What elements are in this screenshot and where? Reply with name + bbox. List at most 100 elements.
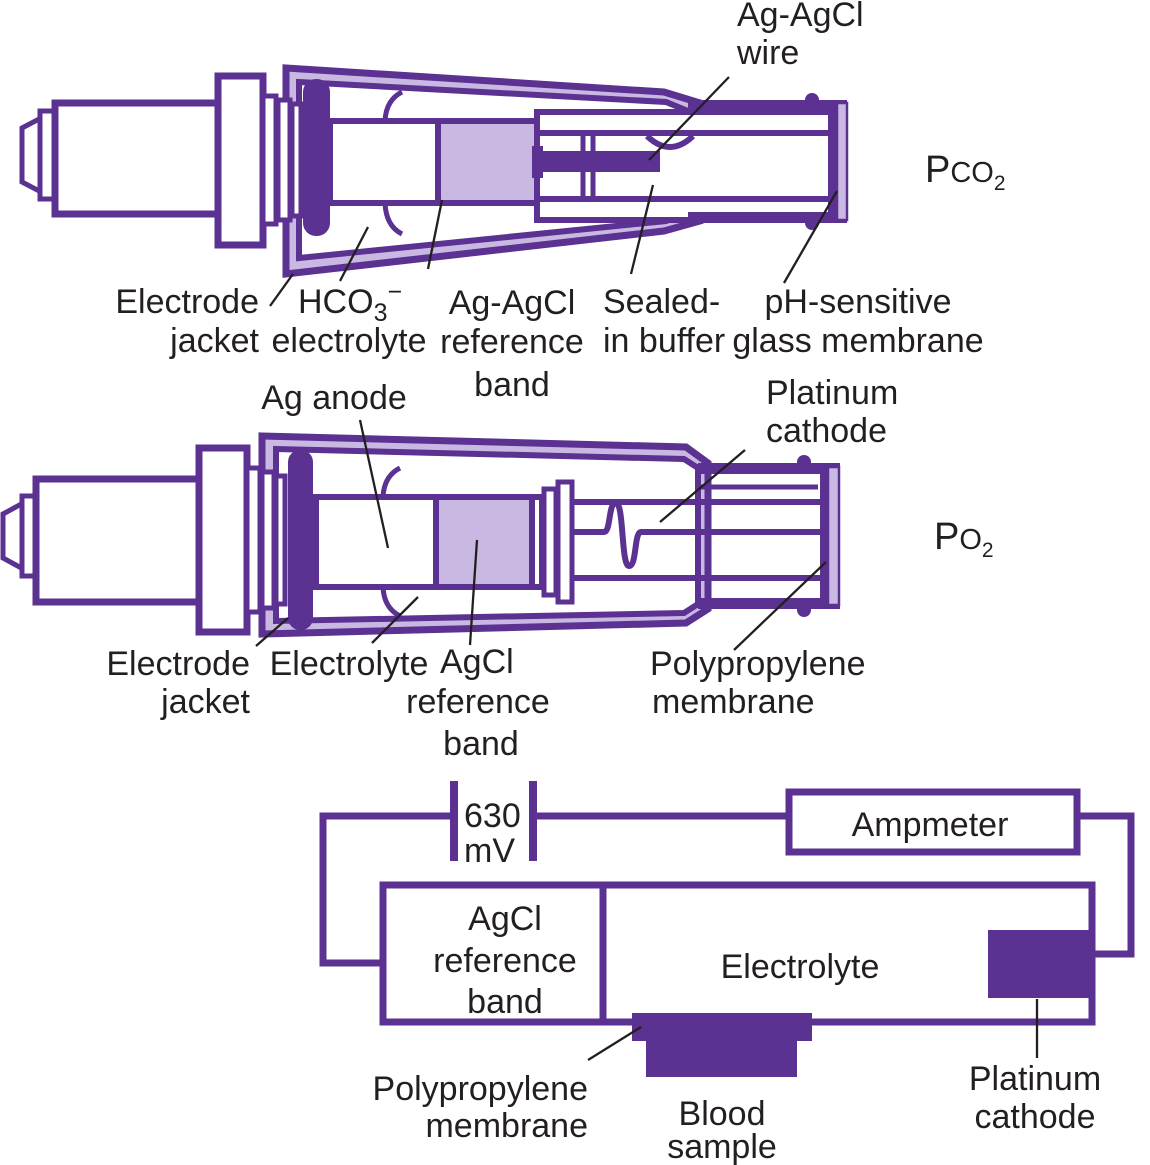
label-jacket-line2: jacket: [169, 322, 259, 360]
label-refband-line1: Ag-AgCl: [449, 284, 576, 322]
o-ring-top: [797, 455, 811, 469]
o-ring-bottom: [797, 603, 811, 617]
electrode-flange: [214, 72, 267, 249]
leader-polypropylene-membrane: [587, 1026, 642, 1061]
label-cathode-line1: Platinum: [766, 374, 898, 412]
label-cathode-line2: cathode: [766, 412, 887, 450]
label-membrane-line2: glass membrane: [732, 322, 983, 360]
label-refband-line2: reference: [440, 323, 584, 361]
label-refband-line3: band: [443, 725, 519, 763]
label-refband-line3: band: [474, 366, 550, 404]
glass-shoulder-arc-bottom: [382, 202, 404, 237]
collar-ring-2: [555, 479, 575, 605]
silver-wire-cap: [532, 146, 543, 178]
flange-ring-2: [275, 97, 293, 223]
po2-electrode-diagram: Ag anode Platinum cathode Electrode jack…: [0, 374, 994, 763]
ag-agcl-wire-shape: [540, 151, 660, 172]
label-jacket-line1: Electrode: [106, 645, 250, 683]
flange-ring-1: [244, 465, 263, 615]
label-electrolyte: Electrolyte: [721, 948, 880, 986]
label-battery-line1: 630: [464, 797, 521, 835]
label-refband-line1: AgCl: [440, 643, 514, 681]
buffer-meniscus-arc: [644, 133, 696, 150]
electrolyte-chamber-box: [379, 881, 1096, 1026]
label-membrane-line2: membrane: [652, 683, 815, 721]
label-electrolyte-line2: electrolyte: [272, 322, 427, 360]
label-ampmeter: Ampmeter: [852, 806, 1009, 844]
glass-shoulder-arc-bottom: [380, 586, 402, 619]
label-jacket-line2: jacket: [160, 683, 250, 721]
battery-plate-left: [450, 781, 458, 861]
wire-ampmeter-to-cathode: [1077, 812, 1135, 958]
label-buffer-line2: in buffer: [603, 322, 725, 360]
label-battery-line2: mV: [464, 832, 515, 870]
label-refband-line3: band: [467, 983, 543, 1021]
blood-sample-upper: [632, 1013, 812, 1041]
leader-ag-agcl-wire: [648, 76, 730, 161]
tip-casing-top-bar: [698, 463, 840, 474]
label-membrane-line1: Polypropylene: [373, 1070, 588, 1108]
seal-capsule: [303, 79, 330, 236]
po2-circuit-diagram: 630 mV Ampmeter AgCl reference band Elec…: [319, 781, 1135, 1165]
flange-ring-1: [260, 93, 279, 227]
label-membrane-line2: membrane: [425, 1107, 588, 1145]
leader-sealed-in-buffer: [629, 184, 655, 275]
electrode-body: [51, 99, 222, 218]
leader-electrode-jacket: [269, 273, 294, 307]
polypropylene-membrane-shape: [826, 465, 841, 607]
label-pco2: PCO2: [925, 149, 1006, 195]
label-membrane-line1: Polypropylene: [650, 645, 865, 683]
ampmeter-box: [785, 788, 1081, 856]
label-electrolyte: Electrolyte: [270, 645, 429, 683]
leader-ag-anode: [358, 419, 390, 549]
blood-sample-lower: [646, 1040, 797, 1077]
tip-casing-top-bar: [688, 100, 847, 111]
label-blood-line2: sample: [667, 1128, 777, 1165]
label-blood-line1: Blood: [679, 1095, 766, 1133]
flange-ring-3: [273, 473, 288, 607]
platinum-cathode-shape: [988, 930, 1092, 998]
leader-hco3-electrolyte: [338, 226, 370, 282]
electrode-body: [32, 475, 205, 606]
flange-ring-3: [289, 101, 304, 219]
tip-end-bar: [820, 463, 828, 609]
o-ring-top: [805, 93, 819, 107]
leader-platinum-cathode: [659, 449, 746, 523]
leader-glass-membrane: [783, 190, 838, 284]
leader-electrode-jacket: [255, 617, 289, 647]
leader-reference-band: [468, 539, 479, 646]
label-refband-line2: reference: [406, 683, 550, 721]
flange-ring-2: [259, 469, 277, 611]
tip-casing-bottom-bar: [698, 598, 840, 609]
label-cathode-line1: Platinum: [969, 1060, 1101, 1098]
label-wire-line1: Ag-AgCl: [737, 0, 864, 34]
wire-battery-to-refband: [319, 812, 452, 967]
label-buffer-line1: Sealed-: [603, 283, 720, 321]
seal-capsule: [288, 450, 313, 630]
label-refband-line1: AgCl: [468, 900, 542, 938]
electrode-flange: [195, 444, 251, 636]
label-membrane-line1: pH-sensitive: [764, 283, 951, 321]
label-ag-anode: Ag anode: [261, 379, 407, 417]
label-jacket-line1: Electrode: [115, 283, 259, 321]
pco2-electrode-diagram: Ag-AgCl wire Electrode jacket HCO3− elec…: [19, 0, 1006, 404]
leader-reference-band: [426, 199, 444, 270]
collar-ring-1: [541, 486, 559, 598]
glass-shoulder-arc-top: [380, 465, 402, 498]
leader-electrolyte: [371, 596, 419, 644]
platinum-wire-squiggle: [572, 499, 820, 570]
agcl-reference-band-shape: [433, 494, 535, 590]
label-cathode-line2: cathode: [975, 1098, 1096, 1136]
leader-polypropylene-membrane: [733, 561, 827, 651]
tip-end-bar: [828, 100, 837, 223]
label-po2: PO2: [934, 516, 994, 562]
glass-shoulder-arc-top: [382, 89, 404, 122]
ph-glass-membrane-shape: [835, 101, 849, 222]
battery-plate-right: [529, 781, 537, 861]
ag-agcl-reference-band-shape: [435, 118, 541, 206]
label-wire-line2: wire: [736, 34, 799, 72]
tip-casing-bottom-bar: [688, 212, 847, 223]
label-hco3-formula: HCO3−: [298, 278, 402, 327]
